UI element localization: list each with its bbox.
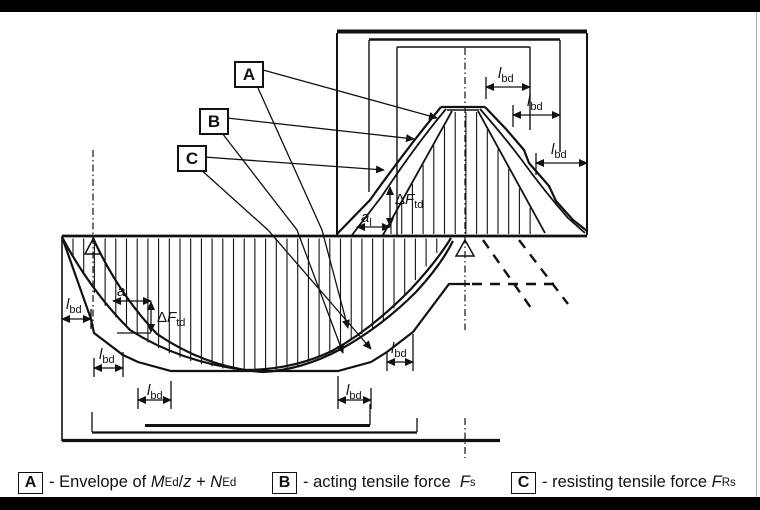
right-support-triangle: [454, 238, 476, 257]
span-curve-a: [61, 236, 452, 372]
legend-key-a: A: [18, 471, 43, 494]
leader-a-to-span: [257, 87, 350, 329]
hogging-hatch: [390, 112, 531, 234]
callout-a-letter: A: [242, 64, 256, 84]
peak-curve-a-right: [484, 106, 588, 232]
lbd-label: lbd: [147, 382, 163, 402]
bottom-black-bar: [0, 497, 760, 510]
callout-box-b: B: [199, 108, 229, 135]
callout-leaders: [198, 69, 438, 354]
legend-text-b: - acting tensile force: [303, 473, 460, 491]
legend-key-b: B: [272, 471, 297, 494]
column-frame: [336, 29, 588, 235]
lbd-label: lbd: [551, 141, 567, 161]
leader-c-to-span: [198, 167, 372, 350]
lbd-label: lbd: [391, 340, 407, 360]
leader-c-to-peak: [203, 156, 385, 174]
callout-box-a: A: [234, 61, 264, 88]
lbd-label: lbd: [66, 296, 82, 316]
al-label: al: [361, 209, 372, 229]
legend-text-a: - Envelope of: [49, 473, 151, 491]
dashed-diagonal-1: [482, 239, 532, 309]
peak-curve-b-left: [351, 108, 447, 236]
legend-text-c: - resisting tensile force: [542, 473, 712, 491]
span-line-c-stepped: [60, 236, 470, 373]
al-label: al: [117, 283, 128, 303]
leader-b-to-span: [221, 132, 344, 354]
top-black-bar: [0, 0, 760, 12]
lbd-label: lbd: [498, 65, 514, 85]
peak-curve-b-right: [479, 108, 586, 234]
peak-line-c-left: [382, 110, 453, 236]
frame-top-thick-line: [337, 29, 587, 34]
callout-b-letter: B: [207, 111, 221, 131]
peak-line-c-right: [477, 110, 546, 234]
dimension-arrows: [61, 83, 588, 404]
supports: [83, 237, 476, 257]
leader-a-to-peak: [262, 69, 438, 120]
legend-key-c: C: [511, 471, 536, 494]
lbd-label: lbd: [346, 382, 362, 402]
dashed-diagonal-2: [518, 239, 569, 305]
lbd-label: lbd: [99, 346, 115, 366]
sagging-hatch: [72, 238, 438, 371]
span-curve-b: [91, 237, 454, 374]
delta-ftd-label: ΔFtd: [157, 309, 185, 329]
callout-c-letter: C: [185, 148, 199, 168]
peak-curve-a-left: [336, 106, 442, 235]
delta-ftd-label: ΔFtd: [395, 191, 423, 211]
bottom-reinforcement-bars: [62, 404, 500, 443]
hogging-envelope: [336, 105, 588, 236]
sagging-envelope: [60, 236, 470, 374]
left-support-triangle: [83, 237, 103, 255]
callout-box-c: C: [177, 145, 207, 172]
lbd-label: lbd: [527, 93, 543, 113]
scan-right-edge: [756, 12, 757, 497]
dimension-labels: lbd lbd lbd lbd lbd lbd lbd lbd al al ΔF…: [66, 65, 567, 402]
dashed-continuation: [472, 239, 569, 309]
leader-b-to-peak: [226, 117, 415, 143]
